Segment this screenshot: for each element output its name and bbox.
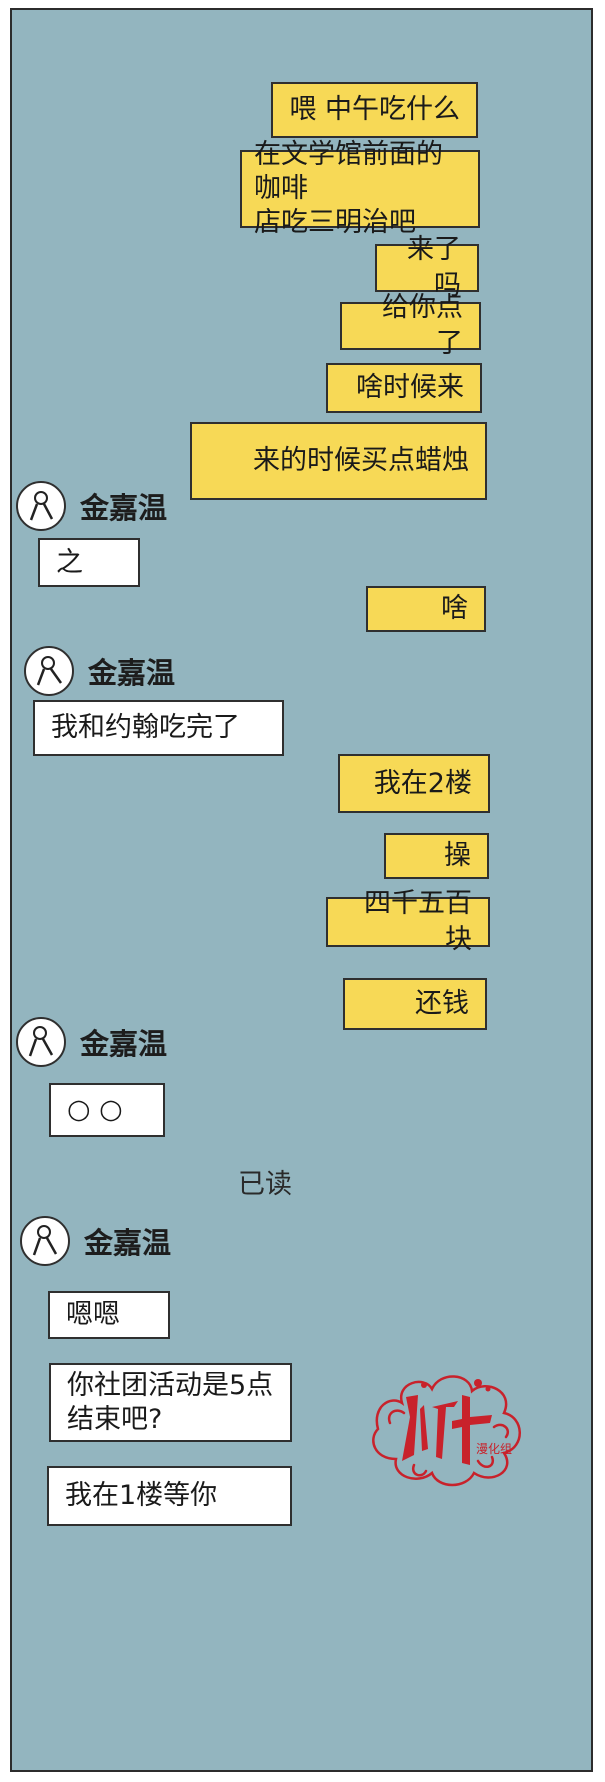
stick-figure-avatar-icon <box>16 481 66 531</box>
message-bubble-incoming: 我和约翰吃完了 <box>33 700 284 756</box>
message-bubble-incoming: 嗯嗯 <box>48 1291 170 1339</box>
message-bubble-outgoing: 我在2楼 <box>338 754 490 813</box>
message-text: 来了吗 <box>407 234 461 301</box>
message-text: 给你点了 <box>382 292 463 359</box>
message-text: 你社团活动是5点 结束吧? <box>67 1369 274 1435</box>
message-bubble-outgoing: 在文学馆前面的咖啡 店吃三明治吧 <box>240 139 480 238</box>
sender-header: 金嘉温 <box>16 1014 167 1070</box>
message-bubble-outgoing: 给你点了 <box>340 292 481 359</box>
message-bubble-outgoing: 喂 中午吃什么 <box>271 82 478 138</box>
sender-header: 金嘉温 <box>16 478 167 534</box>
red-seal-icon: 漫化组 <box>366 1357 531 1492</box>
sender-name: 金嘉温 <box>88 656 176 690</box>
stick-figure-avatar-icon <box>20 1216 70 1266</box>
message-text: 操 <box>444 840 471 871</box>
sender-header: 金嘉温 <box>24 643 175 699</box>
message-text: 在文学馆前面的咖啡 店吃三明治吧 <box>254 139 443 238</box>
stick-figure-avatar-icon <box>24 646 74 696</box>
stick-figure-avatar-icon <box>16 1017 66 1067</box>
message-text: 啥 <box>441 593 468 624</box>
message-text: 四千五百块 <box>364 888 472 955</box>
message-bubble-outgoing: 操 <box>384 833 489 879</box>
message-text: 来的时候买点蜡烛 <box>253 445 469 476</box>
message-bubble-incoming: 你社团活动是5点 结束吧? <box>49 1363 292 1442</box>
sender-header: 金嘉温 <box>20 1213 171 1269</box>
message-bubble-outgoing: 啥 <box>366 586 486 632</box>
message-bubble-outgoing: 啥时候来 <box>326 363 482 413</box>
message-text: 之 <box>56 546 83 578</box>
message-text: 嗯嗯 <box>66 1299 120 1330</box>
message-text: 还钱 <box>415 988 469 1019</box>
message-text: 我在2楼 <box>373 767 472 799</box>
message-bubble-outgoing: 还钱 <box>343 978 487 1030</box>
message-text: 喂 中午吃什么 <box>289 94 460 125</box>
message-text: 我在1楼等你 <box>65 1480 218 1511</box>
message-bubble-outgoing: 四千五百块 <box>326 888 490 955</box>
message-text: ○ ○ <box>67 1094 123 1125</box>
message-text: 啥时候来 <box>356 372 464 403</box>
message-text: 我和约翰吃完了 <box>51 712 240 743</box>
sender-name: 金嘉温 <box>80 491 168 525</box>
read-receipt: 已读 <box>238 1169 292 1200</box>
message-bubble-incoming: 我在1楼等你 <box>47 1466 292 1526</box>
message-bubble-incoming: 之 <box>38 538 140 587</box>
message-bubble-outgoing: 来了吗 <box>375 234 479 301</box>
sender-name: 金嘉温 <box>80 1027 168 1061</box>
message-bubble-incoming: ○ ○ <box>49 1083 165 1137</box>
sender-name: 金嘉温 <box>84 1226 172 1260</box>
message-bubble-outgoing: 来的时候买点蜡烛 <box>190 422 487 500</box>
watermark-text: 漫化组 <box>476 1442 512 1456</box>
